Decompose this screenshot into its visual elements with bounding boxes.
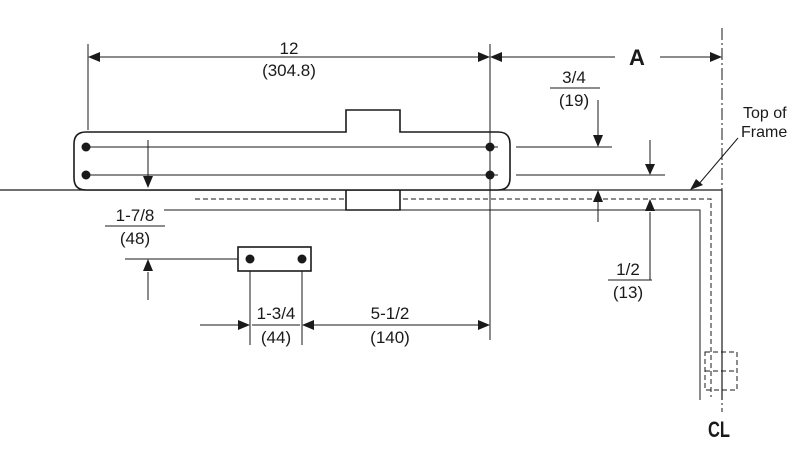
plate-drop-metric: (48)	[120, 229, 150, 248]
closer-body	[73, 109, 511, 211]
dimension-frame-gap: 1/2 (13)	[608, 199, 655, 302]
top-of-frame-line2: Frame	[741, 124, 787, 141]
top-of-frame-line1: Top of	[743, 105, 787, 122]
dimension-a: A	[490, 45, 722, 70]
mount-hole	[81, 170, 91, 180]
offset-top-metric: (19)	[559, 91, 589, 110]
overall-length-metric: (304.8)	[262, 61, 316, 80]
plate-drop-fraction: 1-7/8	[116, 206, 155, 225]
bracket-width-metric: (44)	[261, 328, 291, 347]
dim-a-label: A	[629, 45, 645, 70]
bracket-offset-metric: (140)	[370, 328, 410, 347]
frame-lines	[0, 28, 723, 412]
frame-offset-arrows	[593, 140, 655, 222]
dimension-bracket-width: 1-3/4 (44)	[200, 304, 300, 347]
dimension-bracket-offset: 5-1/2 (140)	[302, 304, 490, 347]
mount-hole	[81, 142, 91, 152]
mount-hole	[245, 254, 255, 264]
mount-hole	[297, 254, 307, 264]
extension-lines	[87, 44, 665, 345]
dimension-overall-length: 12 (304.8)	[88, 39, 490, 80]
overall-length-fraction: 12	[280, 39, 299, 58]
centerline-label: CL	[708, 417, 730, 442]
bracket-width-fraction: 1-3/4	[257, 304, 296, 323]
offset-top-fraction: 3/4	[562, 68, 586, 87]
arm-bracket	[125, 246, 312, 272]
dimension-offset-top: 3/4 (19)	[550, 68, 603, 147]
top-of-frame-note: Top of Frame	[690, 105, 787, 190]
frame-gap-fraction: 1/2	[616, 260, 640, 279]
hinge-block	[704, 351, 738, 391]
centerline-symbol: CL	[708, 417, 730, 442]
bracket-offset-fraction: 5-1/2	[371, 304, 410, 323]
dimension-plate-drop: 1-7/8 (48)	[105, 140, 165, 300]
frame-gap-metric: (13)	[613, 283, 643, 302]
